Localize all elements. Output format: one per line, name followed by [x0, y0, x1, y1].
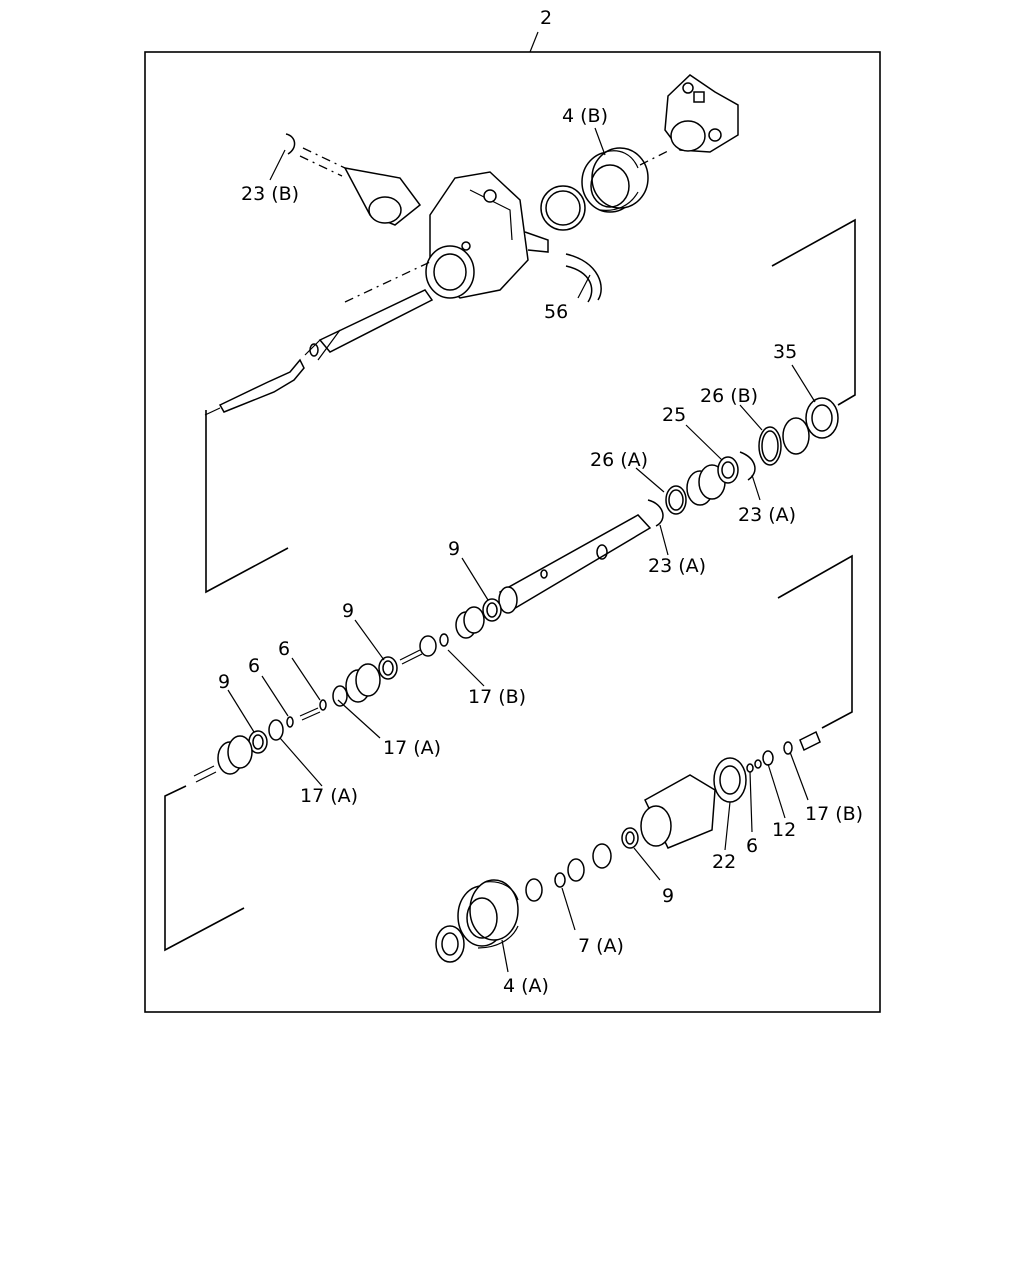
callout-9-bottom: 9 [662, 885, 674, 907]
bracket-left-upper [205, 410, 289, 594]
ring-gasket [540, 185, 586, 231]
bracket-left-lower [164, 785, 245, 952]
callout-26b: 26 (B) [700, 385, 758, 407]
callout-23a-right: 23 (A) [738, 504, 796, 526]
snap-ring-23b [285, 133, 296, 155]
callout-12: 12 [772, 819, 796, 841]
bracket-right-upper [771, 218, 856, 406]
callout-labels: 23 (B) 4 (B) 56 35 26 (B) 25 26 (A) 23 (… [218, 105, 863, 997]
callout-6-bottom: 6 [746, 835, 758, 857]
cylinder-4b [581, 147, 649, 213]
seal-22 [713, 757, 747, 803]
washer-7a [554, 872, 566, 888]
callout-22: 22 [712, 851, 736, 873]
callout-6-lower: 6 [248, 655, 260, 677]
washer-25 [717, 456, 739, 484]
callout-17b-bottom: 17 (B) [805, 803, 863, 825]
leader-lines [227, 127, 816, 973]
callout-9-lower: 9 [218, 671, 230, 693]
callout-4a: 4 (A) [503, 975, 549, 997]
callout-9-mid: 9 [342, 600, 354, 622]
piston-rod [498, 514, 652, 612]
clevis-eye [368, 196, 402, 224]
callout-17b-mid: 17 (B) [468, 686, 526, 708]
bracket-right-lower [777, 554, 853, 729]
seal-9-bottom [621, 827, 639, 849]
callout-23b: 23 (B) [241, 183, 299, 205]
callout-17a-lower: 17 (A) [300, 785, 358, 807]
snap-ring-23a-2 [739, 451, 756, 481]
callout-35: 35 [773, 341, 797, 363]
hose-56 [565, 253, 602, 303]
seal-35 [805, 397, 839, 439]
valve-housing-group [204, 74, 739, 416]
pilot-rod [218, 358, 305, 413]
housing-fitting [524, 231, 549, 253]
callout-7a: 7 (A) [578, 935, 624, 957]
assembly-frame [144, 51, 881, 1013]
assembly-leader [529, 31, 539, 53]
o-ring-26a [665, 485, 687, 515]
plug-part [799, 730, 821, 752]
callout-26a: 26 (A) [590, 449, 648, 471]
spool-shaft [318, 289, 434, 353]
callout-56: 56 [544, 301, 568, 323]
snap-ring-23a [647, 499, 664, 527]
end-cap [435, 925, 465, 963]
callout-25: 25 [662, 404, 686, 426]
bottom-cylinder-group [435, 730, 821, 963]
seal-9-mid [378, 656, 398, 680]
callout-9-upper: 9 [448, 538, 460, 560]
callout-4b: 4 (B) [562, 105, 608, 127]
pin-part [299, 147, 346, 177]
callout-23a-mid: 23 (A) [648, 555, 706, 577]
upper-clevis [664, 74, 739, 153]
assembly-label: 2 [540, 7, 552, 29]
rod-seal-group [193, 397, 839, 783]
o-ring-26b [758, 426, 782, 466]
callout-6-mid: 6 [278, 638, 290, 660]
seal-disc [782, 417, 810, 455]
callout-17a-mid: 17 (A) [383, 737, 441, 759]
cylinder-4a [457, 879, 519, 949]
seal-9-upper [482, 598, 502, 622]
